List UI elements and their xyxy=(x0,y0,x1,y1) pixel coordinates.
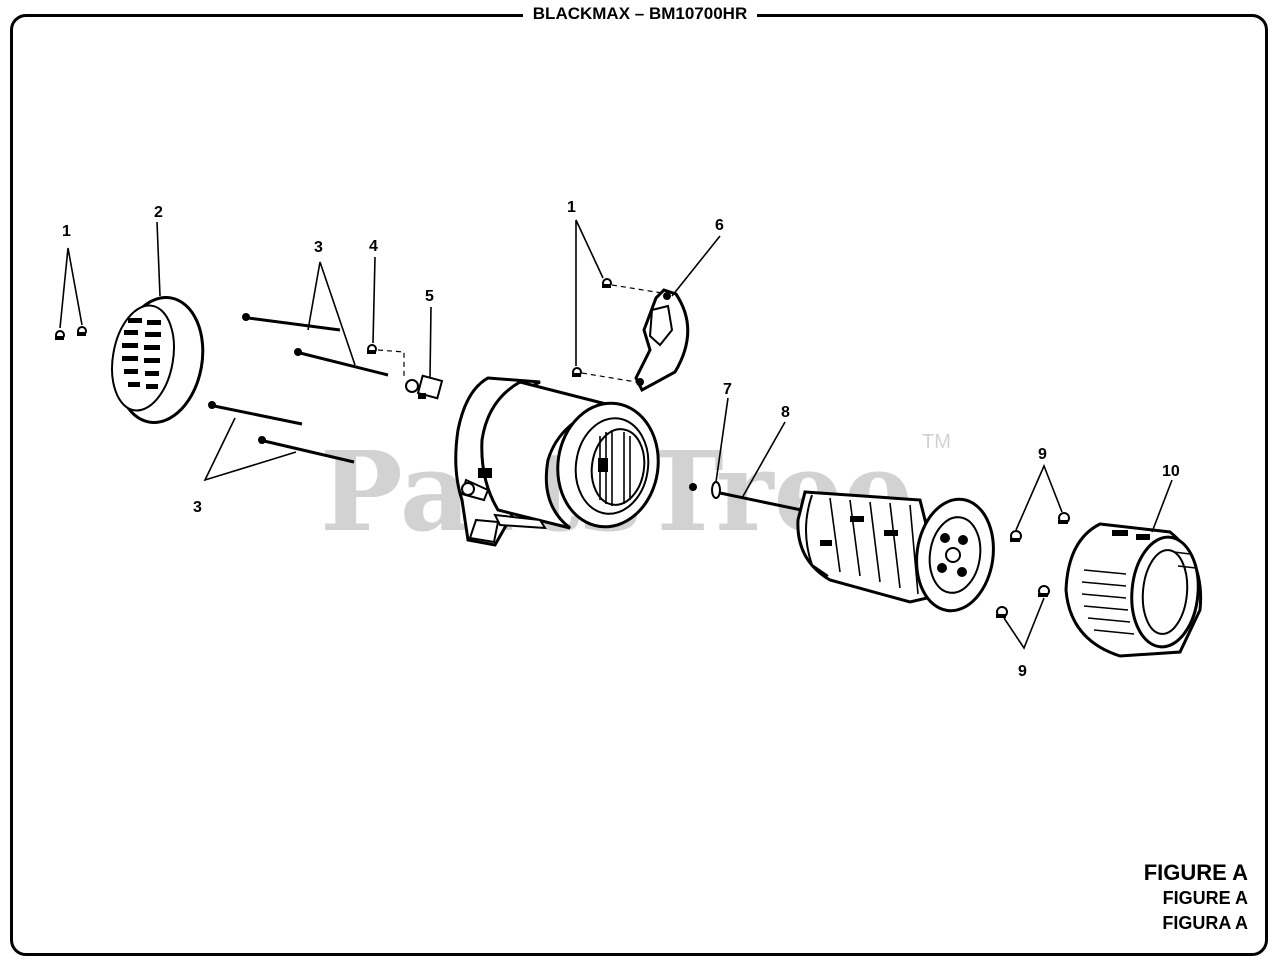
callout-6: 6 xyxy=(715,217,724,234)
part-10-rear-cover xyxy=(1064,522,1203,658)
part-1-screws-right xyxy=(572,278,612,377)
leader-1-right xyxy=(575,219,604,366)
figure-label-es: FIGURA A xyxy=(1162,913,1248,933)
leader-1-left xyxy=(59,247,83,329)
part-1-screws-left xyxy=(55,326,87,340)
callout-3-bottom: 3 xyxy=(193,499,202,516)
figure-label-fr: FIGURE A xyxy=(1162,888,1248,908)
callout-10: 10 xyxy=(1162,463,1180,480)
leader-3-top xyxy=(307,261,356,366)
leader-9-top xyxy=(1015,463,1063,531)
callout-1-right: 1 xyxy=(567,199,576,216)
callout-7: 7 xyxy=(723,381,732,398)
leader-3-bottom xyxy=(203,417,297,482)
assembly-line-1-6a xyxy=(611,284,663,294)
callout-9-top: 9 xyxy=(1038,446,1047,463)
callout-3-top: 3 xyxy=(314,239,323,256)
figure-label-en: FIGURE A xyxy=(1143,860,1248,885)
leader-9-bottom xyxy=(1003,597,1045,650)
leader-8 xyxy=(741,421,786,499)
part-6-cover-plate xyxy=(634,288,690,393)
leader-5 xyxy=(429,306,432,379)
callout-8: 8 xyxy=(781,404,790,421)
leader-4 xyxy=(372,256,376,344)
part-7-washer xyxy=(689,481,721,499)
part-2-end-cover xyxy=(111,296,205,424)
callout-5: 5 xyxy=(425,288,434,305)
assembly-line-1-6b xyxy=(581,372,637,383)
leader-2 xyxy=(156,221,161,297)
rotor-assembly xyxy=(796,490,995,613)
leader-10 xyxy=(1151,479,1173,533)
part-3-through-bolts xyxy=(208,313,389,464)
callout-2: 2 xyxy=(154,204,163,221)
leader-6 xyxy=(671,235,721,297)
leader-7 xyxy=(715,397,729,483)
figure-labels: FIGURE A FIGURE A FIGURA A xyxy=(1144,860,1248,936)
part-9-screws xyxy=(996,512,1070,618)
callout-4: 4 xyxy=(369,238,378,255)
stator-housing xyxy=(454,376,660,547)
callout-1-left: 1 xyxy=(62,223,71,240)
part-4-screw xyxy=(367,344,377,354)
callout-9-bottom: 9 xyxy=(1018,663,1027,680)
page-title: BLACKMAX – BM10700HR xyxy=(0,4,1280,24)
watermark-trademark: TM xyxy=(922,431,951,453)
part-5-brush-holder xyxy=(405,374,444,400)
